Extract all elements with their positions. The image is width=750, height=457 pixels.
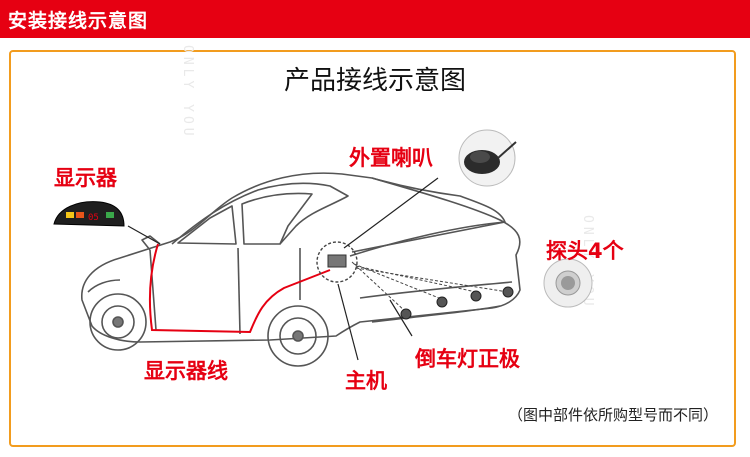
sensor-wires bbox=[352, 262, 508, 312]
speaker-device bbox=[459, 130, 516, 186]
label-host: 主机 bbox=[345, 365, 387, 395]
callout-lines bbox=[128, 178, 438, 360]
label-speaker: 外置喇叭 bbox=[349, 142, 433, 172]
label-sensors: 探头4个 bbox=[546, 235, 624, 265]
host-unit bbox=[317, 242, 357, 282]
display-device: 05 bbox=[54, 202, 124, 226]
label-display: 显示器 bbox=[54, 162, 117, 192]
car-outline bbox=[82, 173, 520, 342]
rear-wheel bbox=[268, 306, 328, 366]
sensor-probe-device bbox=[544, 259, 592, 307]
label-display-wire: 显示器线 bbox=[144, 355, 228, 385]
front-wheel bbox=[90, 294, 146, 350]
label-reverse-light: 倒车灯正极 bbox=[415, 343, 520, 373]
display-readout: 05 bbox=[88, 213, 99, 223]
diagram-note: （图中部件依所购型号而不同） bbox=[508, 404, 718, 425]
